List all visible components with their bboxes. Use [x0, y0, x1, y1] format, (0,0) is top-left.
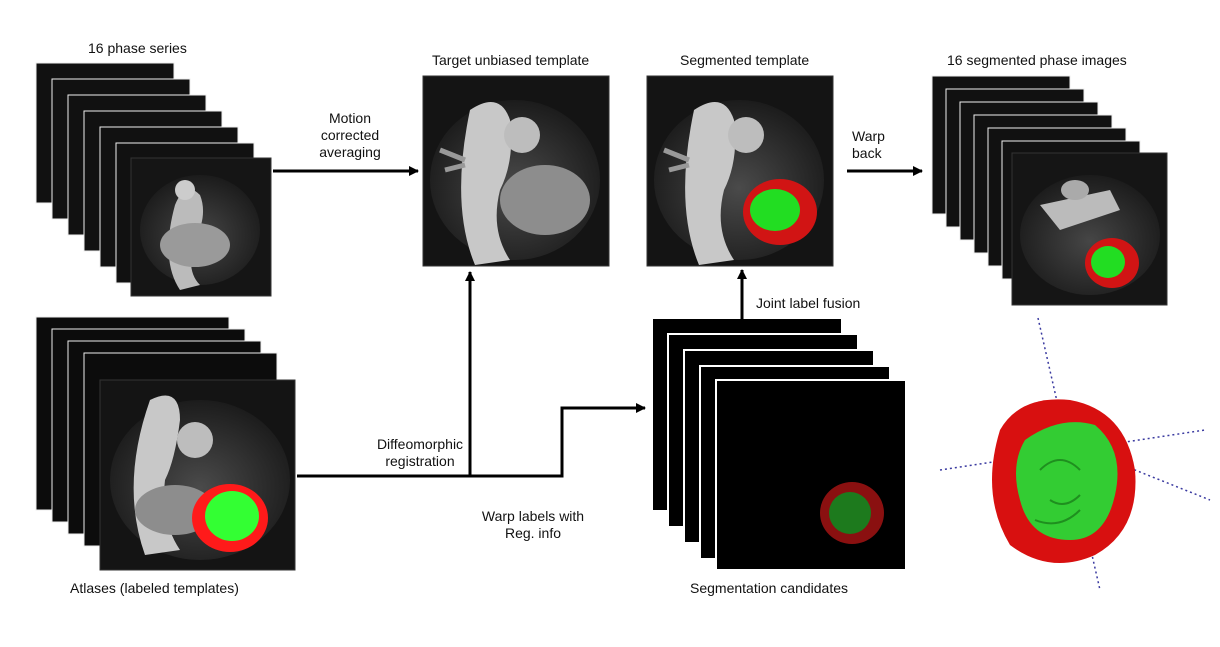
segmented-phases-stack	[931, 75, 1168, 306]
segmentation-candidates-title: Segmentation candidates	[690, 580, 848, 596]
motion-label: Motion corrected averaging	[290, 110, 410, 161]
phase-series-stack	[35, 62, 272, 297]
diffeo-line2: registration	[385, 453, 455, 469]
atlas-registration-line	[297, 403, 646, 478]
warp-labels-line2: Reg. info	[504, 525, 562, 541]
diffeo-line1: Diffeomorphic	[376, 436, 464, 452]
motion-label-line1: Motion	[328, 110, 372, 126]
segmented-template-title: Segmented template	[680, 52, 810, 68]
warp-labels-label: Warp labels with Reg. info	[468, 508, 598, 542]
atlases-stack	[35, 316, 296, 571]
atlas-blood-pool	[205, 491, 259, 541]
3d-heart-render	[939, 317, 1211, 591]
segmentation-candidates-stack	[651, 317, 907, 571]
segmented-template-image	[646, 75, 834, 267]
candidate-blood-pool	[829, 492, 871, 534]
warp-labels-line1: Warp labels with	[481, 508, 585, 524]
atlases-title: Atlases (labeled templates)	[70, 580, 239, 596]
template-blood-pool	[750, 189, 800, 231]
atlas-front-image	[99, 379, 296, 571]
arrows	[273, 166, 923, 478]
warp-back-label: Warp back	[852, 128, 885, 162]
motion-label-line2: corrected	[320, 127, 380, 143]
segmented-phases-title: 16 segmented phase images	[947, 52, 1127, 68]
joint-label-fusion-label: Joint label fusion	[756, 295, 861, 311]
segmented-phase-front-image	[1011, 152, 1168, 306]
diffeo-label: Diffeomorphic registration	[360, 436, 480, 470]
target-template-title: Target unbiased template	[432, 52, 590, 68]
phase-series-title: 16 phase series	[88, 40, 187, 56]
target-template-image	[422, 75, 610, 267]
warp-back-line2: back	[852, 145, 882, 161]
warp-back-line1: Warp	[852, 128, 885, 144]
motion-label-line3: averaging	[319, 144, 381, 160]
phase-front-image	[130, 157, 272, 297]
